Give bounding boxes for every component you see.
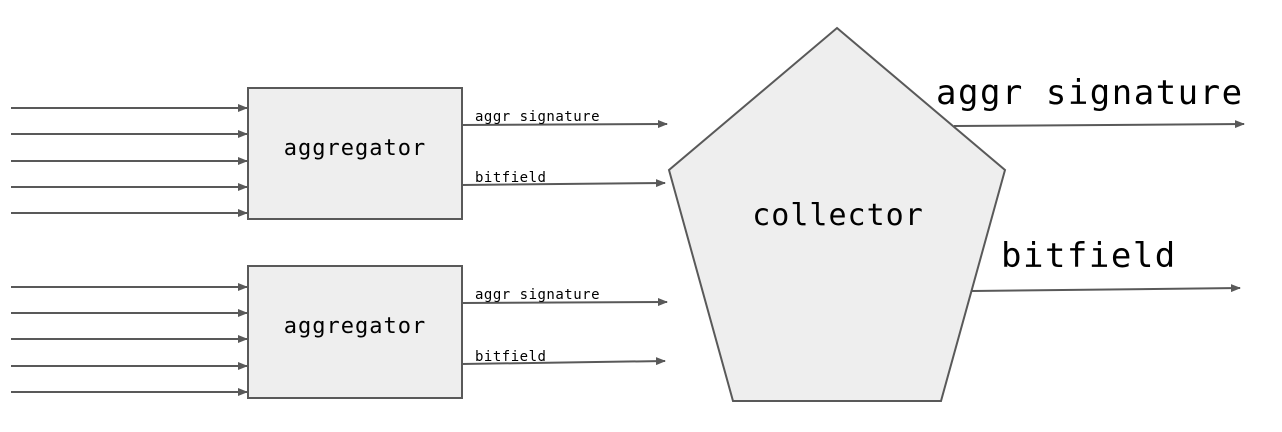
aggregator-2-output-signature-arrow xyxy=(461,298,668,307)
collector-pentagon xyxy=(667,26,1007,402)
aggregator-1-inputs xyxy=(11,104,248,217)
aggregator-1-output-signature-arrow xyxy=(461,120,668,129)
aggregator-1-output-signature-label: aggr signature xyxy=(475,109,600,125)
aggregator-1-output-bitfield-label: bitfield xyxy=(475,170,546,186)
aggregator-1-label: aggregator xyxy=(284,136,426,161)
aggregator-2-label: aggregator xyxy=(284,314,426,339)
aggregator-2-outputs: aggr signature bitfield xyxy=(461,287,668,366)
aggregator-1-box xyxy=(247,87,463,220)
collector-output-bitfield-arrow xyxy=(971,284,1241,293)
collector: collector xyxy=(667,26,1007,402)
aggregator-2-inputs xyxy=(11,283,248,396)
collector-outputs: aggr signature bitfield xyxy=(936,73,1245,293)
collector-output-signature-label: aggr signature xyxy=(936,73,1244,113)
collector-label: collector xyxy=(752,198,924,233)
collector-output-signature-arrow xyxy=(953,120,1245,129)
aggregator-1-outputs: aggr signature bitfield xyxy=(461,109,668,188)
aggregator-1: aggregator xyxy=(247,87,463,220)
aggregator-2-output-bitfield-arrow xyxy=(461,357,666,366)
aggregator-2: aggregator xyxy=(247,265,463,399)
aggregator-2-output-bitfield-label: bitfield xyxy=(475,349,546,365)
collector-output-bitfield-label: bitfield xyxy=(1001,236,1177,276)
aggregator-2-output-signature-label: aggr signature xyxy=(475,287,600,303)
aggregator-1-output-bitfield-arrow xyxy=(461,179,666,188)
aggregator-2-box xyxy=(247,265,463,399)
